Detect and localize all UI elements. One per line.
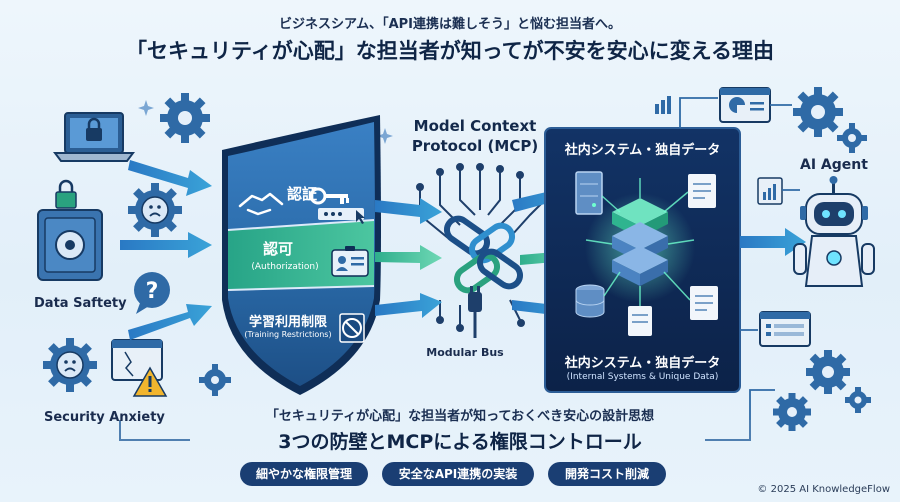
panel-to-agent-arrow: [740, 228, 806, 256]
laptop-lock-icon: [53, 112, 135, 162]
footer-title: 3つの防壁とMCPによる権限コントロール: [278, 431, 642, 453]
pill-cost-reduction: 開発コスト削減: [548, 462, 666, 486]
shield-to-bus-arrows: [375, 198, 442, 318]
svg-text:?: ?: [146, 279, 159, 304]
document-icon-3: [628, 306, 652, 336]
document-icon: [688, 174, 716, 208]
frame-line-left: [119, 420, 190, 441]
small-gear-icon: [199, 364, 231, 396]
mcp-title-line1: Model Context: [413, 117, 537, 135]
central-server-stack-icon: [612, 198, 668, 286]
footer-subtitle: 「セキュリティが心配」な担当者が知っておくべき安心の設計思想: [265, 409, 655, 424]
gear-icon-right: [793, 87, 843, 137]
data-safety-label: Data Saftety: [34, 296, 127, 311]
handshake-icon: [238, 192, 284, 216]
small-gear-icon-right: [837, 123, 867, 153]
document-icon-2: [690, 286, 718, 320]
right-connector-lines: [679, 97, 800, 420]
gear-icon-lower-right-2: [773, 393, 811, 431]
sparkle-icon: [138, 100, 393, 144]
input-arrows: [120, 160, 212, 340]
modular-bus-label: Modular Bus: [426, 346, 504, 359]
password-field-icon: [318, 208, 365, 224]
list-window-icon: [759, 311, 811, 347]
security-shield: [222, 115, 381, 395]
internal-panel-top-title: 社内システム・独自データ: [564, 143, 721, 158]
server-icon: [575, 171, 603, 215]
robot-icon: [793, 176, 875, 287]
frame-line-right: [705, 420, 751, 441]
copyright: © 2025 AI KnowledgeFlow: [757, 484, 890, 495]
pill-secure-api: 安全なAPI連携の実装: [382, 462, 534, 486]
training-restriction-label: 学習利用制限: [248, 315, 327, 330]
database-icon: [575, 284, 605, 318]
key-icon: [309, 187, 349, 205]
authorization-sub-label: (Authorization): [251, 262, 319, 272]
safe-icon: [37, 179, 103, 281]
security-anxiety-label: Security Anxiety: [44, 410, 165, 425]
analytics-chart-icon: [757, 177, 783, 205]
dashboard-window-icon: [719, 87, 771, 123]
internal-panel-bottom-title: 社内システム・独自データ: [564, 356, 721, 371]
mcp-title: Model Context Protocol (MCP): [400, 116, 550, 156]
header-subtitle: ビジネスシアム、「API連携は難しそう」と悩む担当者へ。: [278, 17, 622, 32]
no-learning-document-icon: [339, 313, 365, 343]
training-restriction-sub-label: (Training Restrictions): [244, 330, 332, 339]
question-bubble-icon: ?: [134, 272, 170, 314]
internal-panel-bottom-sub: (Internal Systems & Unique Data): [566, 372, 719, 382]
plug-icon: [468, 286, 482, 338]
authorization-label: 認可: [262, 240, 293, 258]
pill-permission-management: 細やかな権限管理: [240, 462, 368, 486]
modular-bus-chain: [443, 215, 524, 294]
ai-agent-label: AI Agent: [800, 157, 868, 173]
page-title: 「セキュリティが心配」な担当者が知ってが不安を安心に変える理由: [125, 39, 775, 63]
warning-window-icon: [111, 339, 168, 397]
gear-icon: [160, 93, 210, 143]
small-gear-icon-lower-right: [845, 387, 871, 413]
gear-icon-lower-right: [806, 350, 850, 394]
bar-chart-icon: [655, 96, 671, 114]
worried-face-gear-icon: [128, 183, 182, 237]
id-card-icon: [331, 246, 369, 277]
internal-systems-panel: [544, 127, 741, 393]
mcp-title-line2: Protocol (MCP): [411, 137, 539, 155]
auth-label: 認証: [286, 185, 317, 203]
anxious-face-gear-icon: [43, 338, 97, 392]
